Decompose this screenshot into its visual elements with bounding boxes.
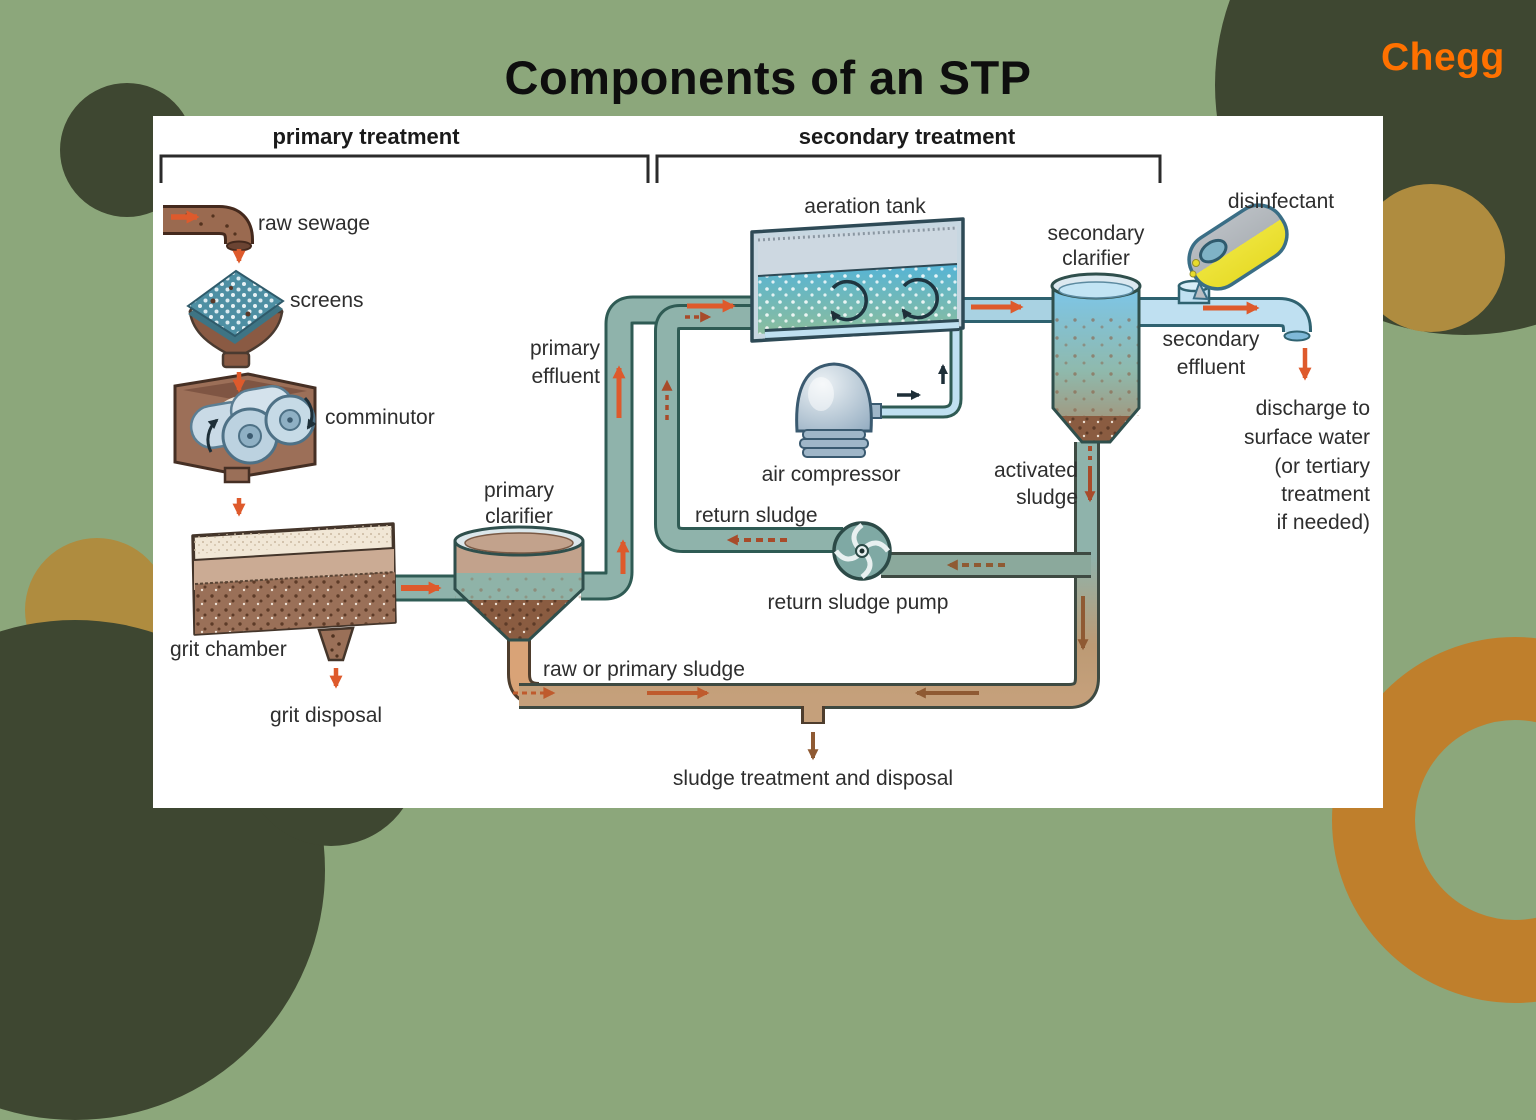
label-disinfectant: disinfectant [1228, 190, 1334, 213]
label-primary-treatment: primary treatment [272, 124, 460, 149]
label-return-sludge: return sludge [695, 504, 818, 527]
aeration-tank-vessel [750, 217, 965, 343]
diagram-panel: primary treatment secondary treatment [153, 116, 1383, 808]
page-title: Components of an STP [504, 51, 1032, 104]
label-primary-effluent-2: effluent [531, 365, 600, 388]
label-sludge-treatment: sludge treatment and disposal [673, 767, 953, 790]
section-brackets [159, 154, 1162, 183]
comminutor-machine [173, 372, 317, 484]
label-secondary-clarifier-2: clarifier [1062, 247, 1130, 270]
chegg-logo: Chegg [1381, 36, 1505, 79]
return-sludge-pump-machine [832, 521, 892, 581]
label-discharge-2: surface water [1244, 426, 1370, 449]
label-secondary-effluent-1: secondary [1163, 328, 1260, 351]
raw-sewage-pipe [163, 205, 254, 252]
label-primary-clarifier-1: primary [484, 479, 555, 502]
label-secondary-effluent-2: effluent [1177, 356, 1246, 379]
label-aeration-tank: aeration tank [804, 195, 926, 218]
label-discharge-4: treatment [1281, 483, 1370, 506]
primary-clarifier-tank [453, 525, 585, 642]
label-secondary-treatment: secondary treatment [799, 124, 1016, 149]
label-raw-or-primary-sludge: raw or primary sludge [543, 658, 745, 681]
screens-mesh [186, 269, 285, 369]
label-discharge-3: (or tertiary [1274, 455, 1370, 478]
label-activated-sludge-1: activated [994, 459, 1078, 482]
stp-diagram: primary treatment secondary treatment [159, 124, 1370, 790]
flow-arrows [171, 210, 1312, 761]
secondary-clarifier-tank [1050, 272, 1142, 444]
air-compressor-machine [795, 362, 882, 458]
label-air-compressor: air compressor [762, 463, 901, 486]
disinfectant-jug [1187, 203, 1289, 301]
label-grit-chamber: grit chamber [170, 638, 287, 661]
label-discharge-5: if needed) [1277, 511, 1370, 534]
label-secondary-clarifier-1: secondary [1048, 222, 1145, 245]
label-return-sludge-pump: return sludge pump [768, 591, 949, 614]
label-comminutor: comminutor [325, 406, 435, 429]
label-discharge-1: discharge to [1256, 397, 1370, 420]
label-activated-sludge-2: sludge [1016, 486, 1078, 509]
label-grit-disposal: grit disposal [270, 704, 382, 727]
label-primary-effluent-1: primary [530, 337, 601, 360]
label-screens: screens [290, 289, 364, 312]
label-primary-clarifier-2: clarifier [485, 505, 553, 528]
label-raw-sewage: raw sewage [258, 212, 370, 235]
secondary-effluent-pipe [1137, 297, 1312, 342]
grit-chamber-tank [191, 522, 397, 662]
